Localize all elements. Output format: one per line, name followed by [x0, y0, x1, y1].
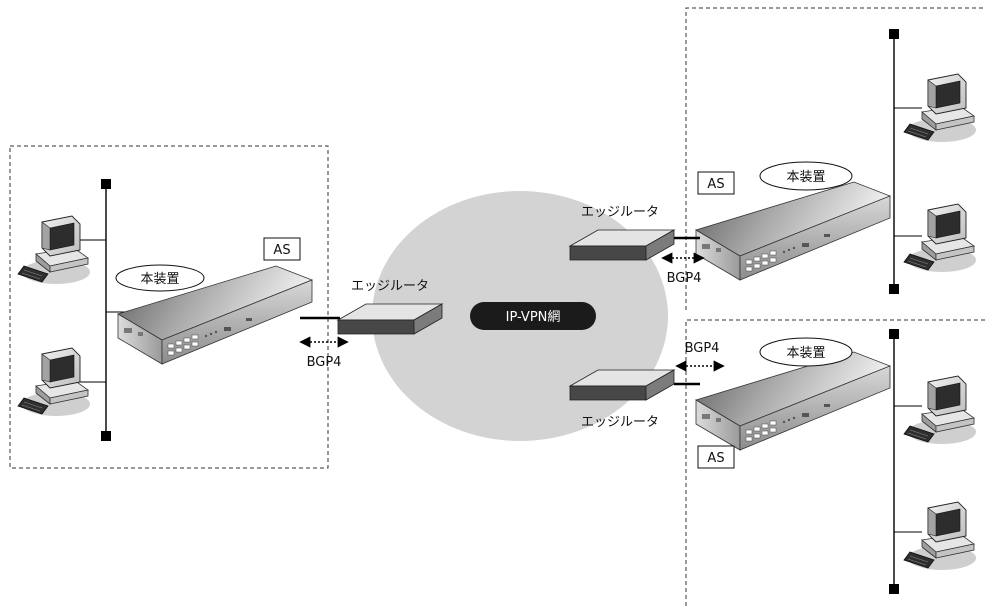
device-label: 本装置	[786, 346, 825, 361]
as-boundary-left	[9, 145, 329, 469]
edge-router-label: エッジルータ	[581, 415, 659, 430]
lan-terminator-icon	[101, 179, 111, 189]
site-left: AS 本装置 エッジルータ BGP4	[17, 179, 443, 441]
ip-vpn-badge	[470, 302, 596, 330]
personal-computer-icon	[17, 347, 91, 417]
as-label: AS	[707, 451, 724, 466]
router-device-icon	[695, 351, 891, 451]
protocol-label: BGP4	[685, 341, 720, 356]
site-bottom-right: 本装置 AS エッジルータ BGP4	[569, 329, 977, 594]
ip-vpn-label: IP-VPN網	[506, 310, 561, 325]
lan-terminator-icon	[889, 284, 899, 294]
edge-router-label: エッジルータ	[581, 205, 659, 220]
site-top-right: AS 本装置 エッジルータ BGP4	[569, 29, 977, 294]
personal-computer-icon	[903, 203, 977, 273]
lan-terminator-icon	[889, 584, 899, 594]
device-label: 本装置	[786, 170, 825, 185]
edge-router-label: エッジルータ	[351, 279, 429, 294]
lan-terminator-icon	[101, 431, 111, 441]
as-boundary-bottom-right	[685, 319, 986, 606]
personal-computer-icon	[17, 215, 91, 285]
personal-computer-icon	[903, 375, 977, 445]
personal-computer-icon	[903, 501, 977, 571]
lan-terminator-icon	[889, 329, 899, 339]
as-label: AS	[707, 177, 724, 192]
router-device-icon	[695, 181, 891, 281]
device-label: 本装置	[140, 272, 179, 287]
lan-terminator-icon	[889, 29, 899, 39]
as-label: AS	[273, 243, 290, 258]
protocol-label: BGP4	[307, 355, 342, 370]
as-boundary-top-right	[685, 7, 986, 310]
protocol-label: BGP4	[667, 271, 702, 286]
